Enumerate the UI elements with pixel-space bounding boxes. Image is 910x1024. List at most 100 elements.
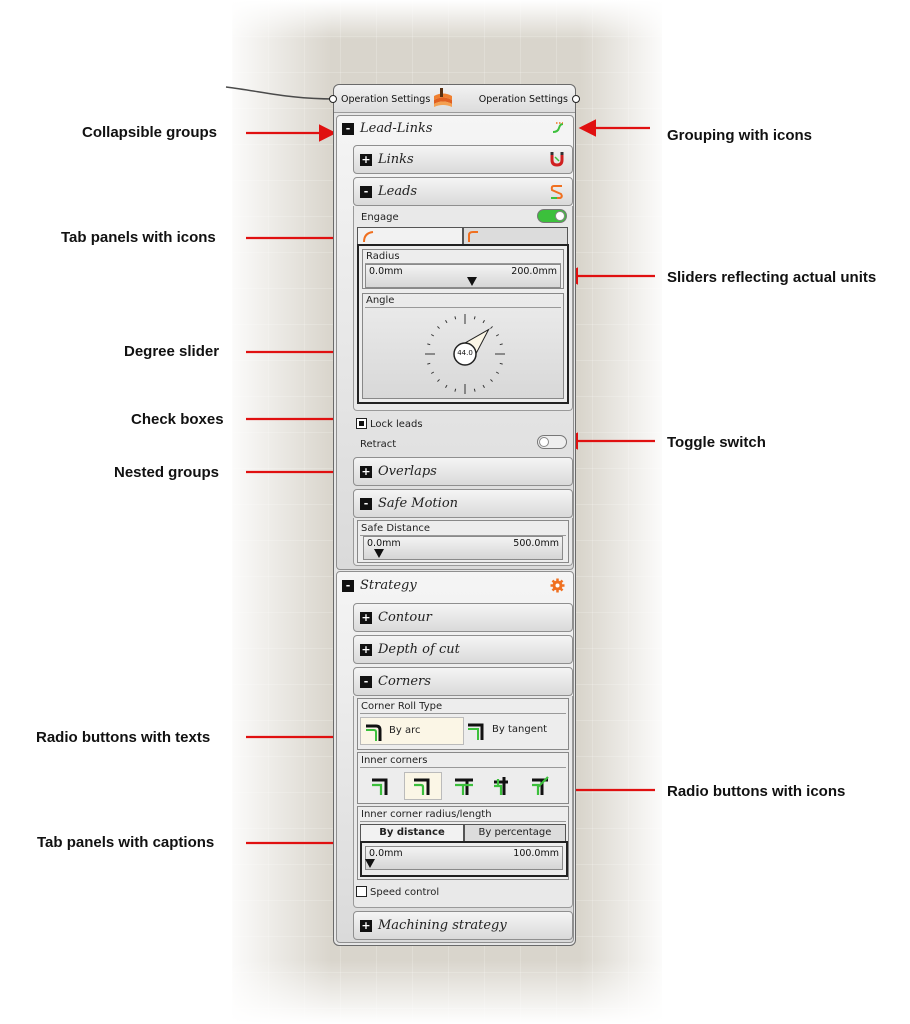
dial-tick (454, 316, 457, 320)
expand-toggle-links[interactable]: + (360, 153, 372, 166)
group-links: + Links (353, 145, 573, 174)
radius-frame: Radius 0.0mm 200.0mm (362, 249, 564, 289)
dial-tick (427, 362, 431, 365)
canvas-fade-bottom (222, 960, 672, 1024)
line-lead-icon (468, 231, 478, 242)
safe-distance-label: Safe Distance (361, 523, 431, 534)
angle-value: 44.0 (457, 349, 473, 357)
corner-roll-type-label: Corner Roll Type (361, 701, 443, 712)
inner-corner-radius-label: Inner corner radius/length (361, 809, 492, 820)
safe-distance-slider[interactable]: 0.0mm 500.0mm (363, 536, 563, 560)
group-title-machining-strategy: Machining strategy (378, 918, 507, 933)
label-tab-panels-icons: Tab panels with icons (61, 229, 216, 246)
collapse-toggle-corners[interactable]: - (360, 676, 372, 688)
inner-corner-slider[interactable]: 0.0mm 100.0mm (365, 846, 563, 870)
inner-corner-extend-icon (455, 778, 473, 795)
inner-radius-caption-line (360, 821, 566, 822)
group-title-safe-motion: Safe Motion (378, 496, 459, 511)
safe-distance-slider-thumb[interactable] (374, 549, 385, 558)
lead-type-tab-arc[interactable] (357, 227, 463, 244)
group-machining-strategy: + Machining strategy (353, 911, 573, 940)
radius-max: 200.0mm (511, 266, 557, 277)
canvas-fade-top (222, 0, 672, 40)
inner-corners-caption-line (360, 767, 566, 768)
dial-tick (430, 371, 435, 374)
inner-corner-max: 100.0mm (513, 848, 559, 859)
group-contour: + Contour (353, 603, 573, 632)
label-tab-captions: Tab panels with captions (37, 834, 215, 851)
label-radio-icons: Radio buttons with icons (667, 783, 846, 800)
dial-tick (490, 326, 493, 329)
angle-degree-dial[interactable] (423, 312, 507, 396)
group-title-overlaps: Overlaps (378, 464, 437, 479)
radius-slider[interactable]: 0.0mm 200.0mm (365, 264, 561, 288)
output-port[interactable] (572, 95, 580, 103)
expand-toggle-contour[interactable]: + (360, 611, 372, 624)
dial-tick (482, 319, 485, 324)
speed-control-checkbox[interactable] (356, 886, 367, 897)
label-degree-slider: Degree slider (124, 343, 220, 360)
by-arc-label: By arc (389, 725, 421, 736)
retract-toggle-switch[interactable] (537, 435, 567, 449)
by-arc-corner-icon (366, 724, 382, 741)
inner-corner-option-4[interactable] (486, 772, 520, 800)
component-header[interactable]: Operation Settings Operation Settings (334, 85, 575, 113)
group-title-corners: Corners (378, 674, 431, 689)
input-wire (225, 86, 335, 100)
lead-type-tab-line[interactable] (463, 227, 568, 244)
lock-leads-checkbox[interactable] (356, 418, 367, 429)
inner-corner-option-1[interactable] (364, 772, 398, 800)
expand-toggle-machining-strategy[interactable]: + (360, 919, 372, 932)
engage-toggle-switch[interactable] (537, 209, 567, 223)
radio-by-arc[interactable]: By arc (360, 717, 464, 745)
safe-motion-body: Safe Distance 0.0mm 500.0mm (353, 518, 573, 566)
radius-label: Radius (366, 251, 400, 262)
collapse-toggle-lead-links[interactable]: - (342, 123, 354, 135)
inner-corner-slider-thumb[interactable] (365, 859, 375, 868)
inner-corners-frame: Inner corners (357, 752, 569, 804)
group-title-strategy: Strategy (360, 578, 417, 593)
dial-tick (482, 384, 485, 389)
angle-label: Angle (366, 295, 395, 306)
group-title-lead-links: Lead-Links (360, 121, 433, 136)
expand-toggle-overlaps[interactable]: + (360, 465, 372, 478)
lead-tab-panel: Radius 0.0mm 200.0mm Angle 44.0 (357, 244, 569, 404)
group-depth-of-cut: + Depth of cut (353, 635, 573, 664)
collapse-toggle-leads[interactable]: - (360, 186, 372, 198)
collapse-toggle-strategy[interactable]: - (342, 580, 354, 592)
tab-by-distance[interactable]: By distance (360, 824, 464, 841)
distance-tab-panel: 0.0mm 100.0mm (360, 841, 568, 877)
inner-corner-radius-frame: Inner corner radius/length By distance B… (357, 806, 569, 880)
angle-caption-line (365, 307, 561, 308)
label-radio-texts: Radio buttons with texts (36, 729, 211, 746)
inner-corner-option-2[interactable] (404, 772, 442, 800)
canvas-fade-right (580, 0, 670, 1024)
radius-slider-thumb[interactable] (467, 277, 478, 286)
inner-corner-option-5[interactable] (524, 772, 558, 800)
inner-corners-label: Inner corners (361, 755, 428, 766)
angle-hub (453, 342, 477, 366)
group-safe-motion: - Safe Motion (353, 489, 573, 518)
output-label: Operation Settings (478, 94, 568, 105)
links-magnet-icon (550, 152, 564, 167)
inner-corner-square-icon (372, 778, 388, 795)
dial-tick (495, 371, 500, 374)
operation-settings-component[interactable]: Operation Settings Operation Settings - … (329, 84, 580, 946)
dial-tick (437, 326, 440, 329)
expand-toggle-depth-of-cut[interactable]: + (360, 643, 372, 656)
strategy-gear-icon (550, 578, 565, 593)
inner-corner-option-3[interactable] (448, 772, 482, 800)
dial-tick (490, 379, 493, 382)
collapse-toggle-safe-motion[interactable]: - (360, 498, 372, 510)
corner-roll-type-caption-line (360, 713, 566, 714)
input-port[interactable] (329, 95, 337, 103)
safe-distance-min: 0.0mm (367, 538, 401, 549)
inner-corner-min: 0.0mm (369, 848, 403, 859)
dial-tick (445, 319, 448, 324)
radius-min: 0.0mm (369, 266, 403, 277)
lock-leads-label: Lock leads (370, 419, 423, 430)
arc-lead-icon (363, 231, 374, 242)
tab-by-percentage[interactable]: By percentage (464, 824, 566, 841)
label-check-boxes: Check boxes (131, 411, 224, 428)
radio-by-tangent[interactable]: By tangent (466, 717, 564, 745)
